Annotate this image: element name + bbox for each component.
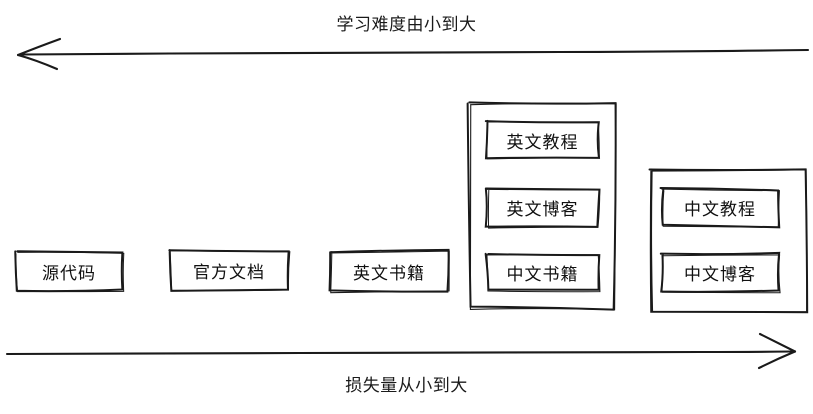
node-box-outline-2	[661, 188, 780, 228]
node-4[interactable]: 英文教程	[487, 122, 598, 158]
node-label: 官方文档	[193, 262, 265, 283]
chinese-resources-group-outline-2	[650, 169, 808, 313]
node-8[interactable]: 中文博客	[662, 254, 778, 291]
node-label: 中文教程	[684, 200, 756, 220]
bottom-axis-label: 损失量从小到大	[345, 376, 468, 396]
sketch-shapes	[14, 101, 809, 314]
top-axis-arrow	[16, 37, 810, 71]
node-box-outline-2	[486, 121, 600, 160]
node-2[interactable]: 官方文档	[170, 250, 288, 290]
node-5[interactable]: 英文博客	[487, 189, 598, 226]
node-label: 英文书籍	[353, 263, 425, 284]
node-box-outline-2	[661, 253, 781, 294]
node-label: 英文教程	[506, 132, 579, 153]
node-box-outline	[14, 250, 124, 293]
bottom-axis-arrow	[5, 332, 797, 370]
node-label: 中文书籍	[506, 265, 579, 285]
node-3[interactable]: 英文书籍	[330, 251, 448, 291]
node-6[interactable]: 中文书籍	[487, 254, 598, 291]
english-resources-group-outline-2	[469, 102, 617, 311]
node-box-outline-2	[15, 251, 125, 293]
node-7[interactable]: 中文教程	[662, 189, 778, 226]
node-label: 英文博客	[506, 200, 579, 220]
node-box-outline	[328, 248, 450, 293]
node-label: 源代码	[42, 264, 96, 284]
node-box-outline-2	[486, 188, 601, 229]
node-box-outline-2	[486, 253, 601, 293]
top-axis-label: 学习难度由小到大	[336, 15, 477, 35]
node-1[interactable]: 源代码	[16, 252, 122, 291]
node-label: 中文博客	[684, 265, 756, 285]
node-box-outline	[659, 187, 781, 229]
node-box-outline-2	[330, 250, 450, 294]
node-box-outline-2	[169, 250, 291, 292]
